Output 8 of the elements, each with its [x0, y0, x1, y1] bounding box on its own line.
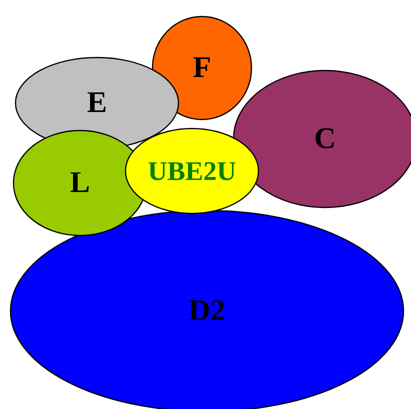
ellipse-node	[125, 128, 259, 214]
node-label: L	[70, 166, 90, 200]
node-label: C	[314, 122, 336, 156]
node-label: D2	[188, 294, 226, 328]
node-label: F	[192, 51, 212, 85]
node-label: E	[86, 86, 107, 120]
node-label: UBE2U	[148, 156, 236, 186]
ellipse-node	[152, 16, 252, 120]
